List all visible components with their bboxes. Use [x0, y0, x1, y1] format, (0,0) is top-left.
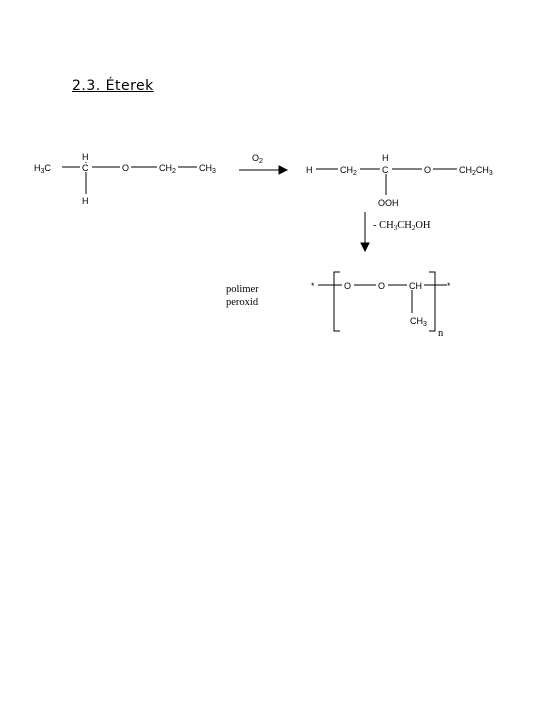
- product-ch2-label: CH2: [340, 165, 357, 177]
- product-h-top: H: [382, 153, 389, 163]
- reactant-h-top: H: [82, 152, 89, 162]
- polymer-label: polimer peroxid: [226, 284, 259, 308]
- polymer-label-line2: peroxid: [226, 297, 259, 308]
- polymer-star-right: *: [447, 281, 451, 291]
- product-ethyl-label: CH2CH3: [459, 165, 493, 177]
- oxidation-arrow: O2: [239, 153, 289, 175]
- arrow-head: [278, 165, 289, 175]
- reactant-molecule: H3C C H H O CH2 CH3: [34, 152, 216, 206]
- polymer-structure: * O O CH CH3 * n: [311, 271, 451, 339]
- section-heading: 2.3. Éterek: [72, 78, 154, 94]
- polymer-repeat-n: n: [438, 328, 444, 339]
- polymer-ch3-label: CH3: [410, 316, 427, 328]
- bracket-left: [333, 271, 340, 332]
- product-central-c: C: [382, 165, 389, 175]
- product-h: H: [306, 165, 313, 175]
- reactant-ch2-label: CH2: [159, 163, 176, 175]
- bracket-right: [429, 271, 436, 332]
- reactant-h-bottom: H: [82, 196, 89, 206]
- reactant-oxygen: O: [122, 163, 129, 173]
- elimination-label: - CH3CH2OH: [373, 220, 431, 232]
- down-arrow-head: [360, 242, 370, 253]
- product-ooh: OOH: [378, 198, 399, 208]
- polymer-label-line1: polimer: [226, 284, 259, 295]
- reactant-central-c: C: [82, 163, 89, 173]
- polymer-oxygen-1: O: [344, 281, 351, 291]
- reactant-h3c-label: H3C: [34, 163, 51, 175]
- reagent-o2-label: O2: [252, 153, 263, 165]
- polymer-oxygen-2: O: [378, 281, 385, 291]
- elimination-arrow: - CH3CH2OH: [360, 212, 431, 253]
- reactant-ch3-label: CH3: [199, 163, 216, 175]
- polymer-ch: CH: [409, 281, 422, 291]
- product-oxygen: O: [424, 165, 431, 175]
- hydroperoxide-molecule: H CH2 C H OOH O CH2CH3: [306, 153, 493, 208]
- polymer-star-left: *: [311, 281, 315, 291]
